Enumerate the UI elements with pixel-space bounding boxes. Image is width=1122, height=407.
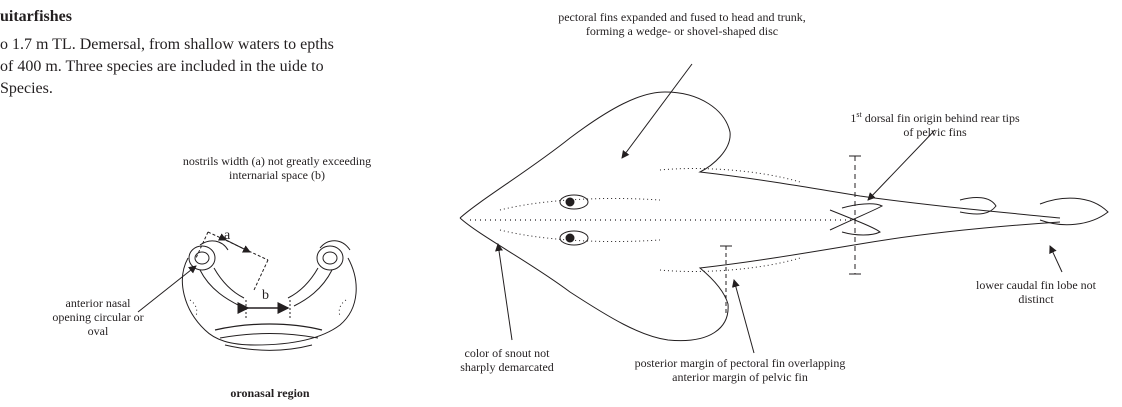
- description-paragraph: o 1.7 m TL. Demersal, from shallow water…: [0, 36, 334, 97]
- oronasal-drawing: [181, 240, 357, 351]
- posterior-margin-label: posterior margin of pectoral fin overlap…: [634, 356, 846, 384]
- dorsal-fin-text: dorsal fin origin behind rear tips of pe…: [861, 111, 1020, 139]
- dorsal-fin-ordinal: st: [856, 110, 862, 119]
- oronasal-region-caption: oronasal region: [230, 386, 310, 400]
- dimension-b-label: b: [262, 288, 269, 303]
- guitarfish-body: [459, 91, 1109, 342]
- dorsal-fin-number: 1: [850, 111, 857, 125]
- pectoral-fins-label: pectoral fins expanded and fused to head…: [558, 10, 806, 38]
- nostrils-width-label: nostrils width (a) not greatly exceeding…: [182, 154, 372, 182]
- snout-color-label: color of snout not sharply demarcated: [460, 346, 554, 374]
- dimension-a-label: a: [224, 228, 231, 243]
- section-heading: uitarfishes: [0, 8, 72, 25]
- lower-caudal-lobe-label: lower caudal fin lobe not distinct: [976, 278, 1096, 306]
- anterior-nasal-opening-label: anterior nasal opening circular or oval: [52, 296, 144, 338]
- dorsal-fin-origin-label: 1st dorsal fin origin behind rear tips o…: [850, 108, 1020, 139]
